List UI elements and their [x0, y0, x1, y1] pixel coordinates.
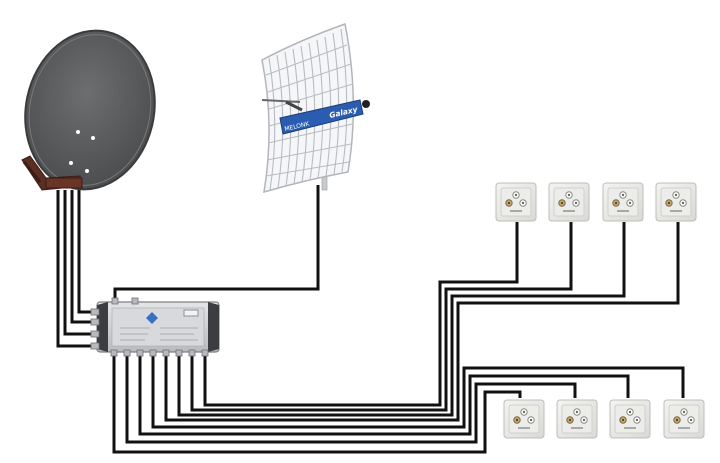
satellite-dish	[21, 29, 156, 191]
wall-outlet-icon	[655, 182, 697, 222]
lnb-cable-4	[77, 190, 97, 314]
wall-outlet-icon	[602, 182, 644, 222]
output-cable-6	[138, 352, 630, 436]
output-cable-4	[164, 222, 680, 422]
wall-outlet-icon	[503, 399, 545, 439]
terrestrial-cable	[113, 185, 320, 304]
outlets-bottom-row	[503, 399, 705, 439]
multiswitch-icon	[90, 297, 220, 357]
lnb-cable-3	[70, 190, 97, 324]
grid-antenna-icon: MELONK Galaxy	[261, 23, 370, 194]
satellite-dish-icon	[21, 29, 156, 191]
cables	[56, 185, 685, 454]
wall-outlet-icon	[556, 399, 598, 439]
output-cable-7	[125, 352, 577, 444]
wall-outlet-icon	[548, 182, 590, 222]
output-cable-8	[112, 352, 522, 454]
output-cable-2	[190, 222, 573, 412]
outlets-top-row	[495, 182, 697, 222]
lnb-cable-2	[63, 190, 97, 336]
grid-antenna: MELONK Galaxy	[261, 23, 370, 194]
multiswitch	[90, 297, 220, 357]
output-cable-5	[151, 352, 685, 429]
wall-outlet-icon	[663, 399, 705, 439]
output-cable-1	[203, 222, 519, 407]
output-cable-3	[177, 222, 626, 417]
wall-outlet-icon	[609, 399, 651, 439]
wall-outlet-icon	[495, 182, 537, 222]
lnb-cable-1	[56, 190, 97, 348]
